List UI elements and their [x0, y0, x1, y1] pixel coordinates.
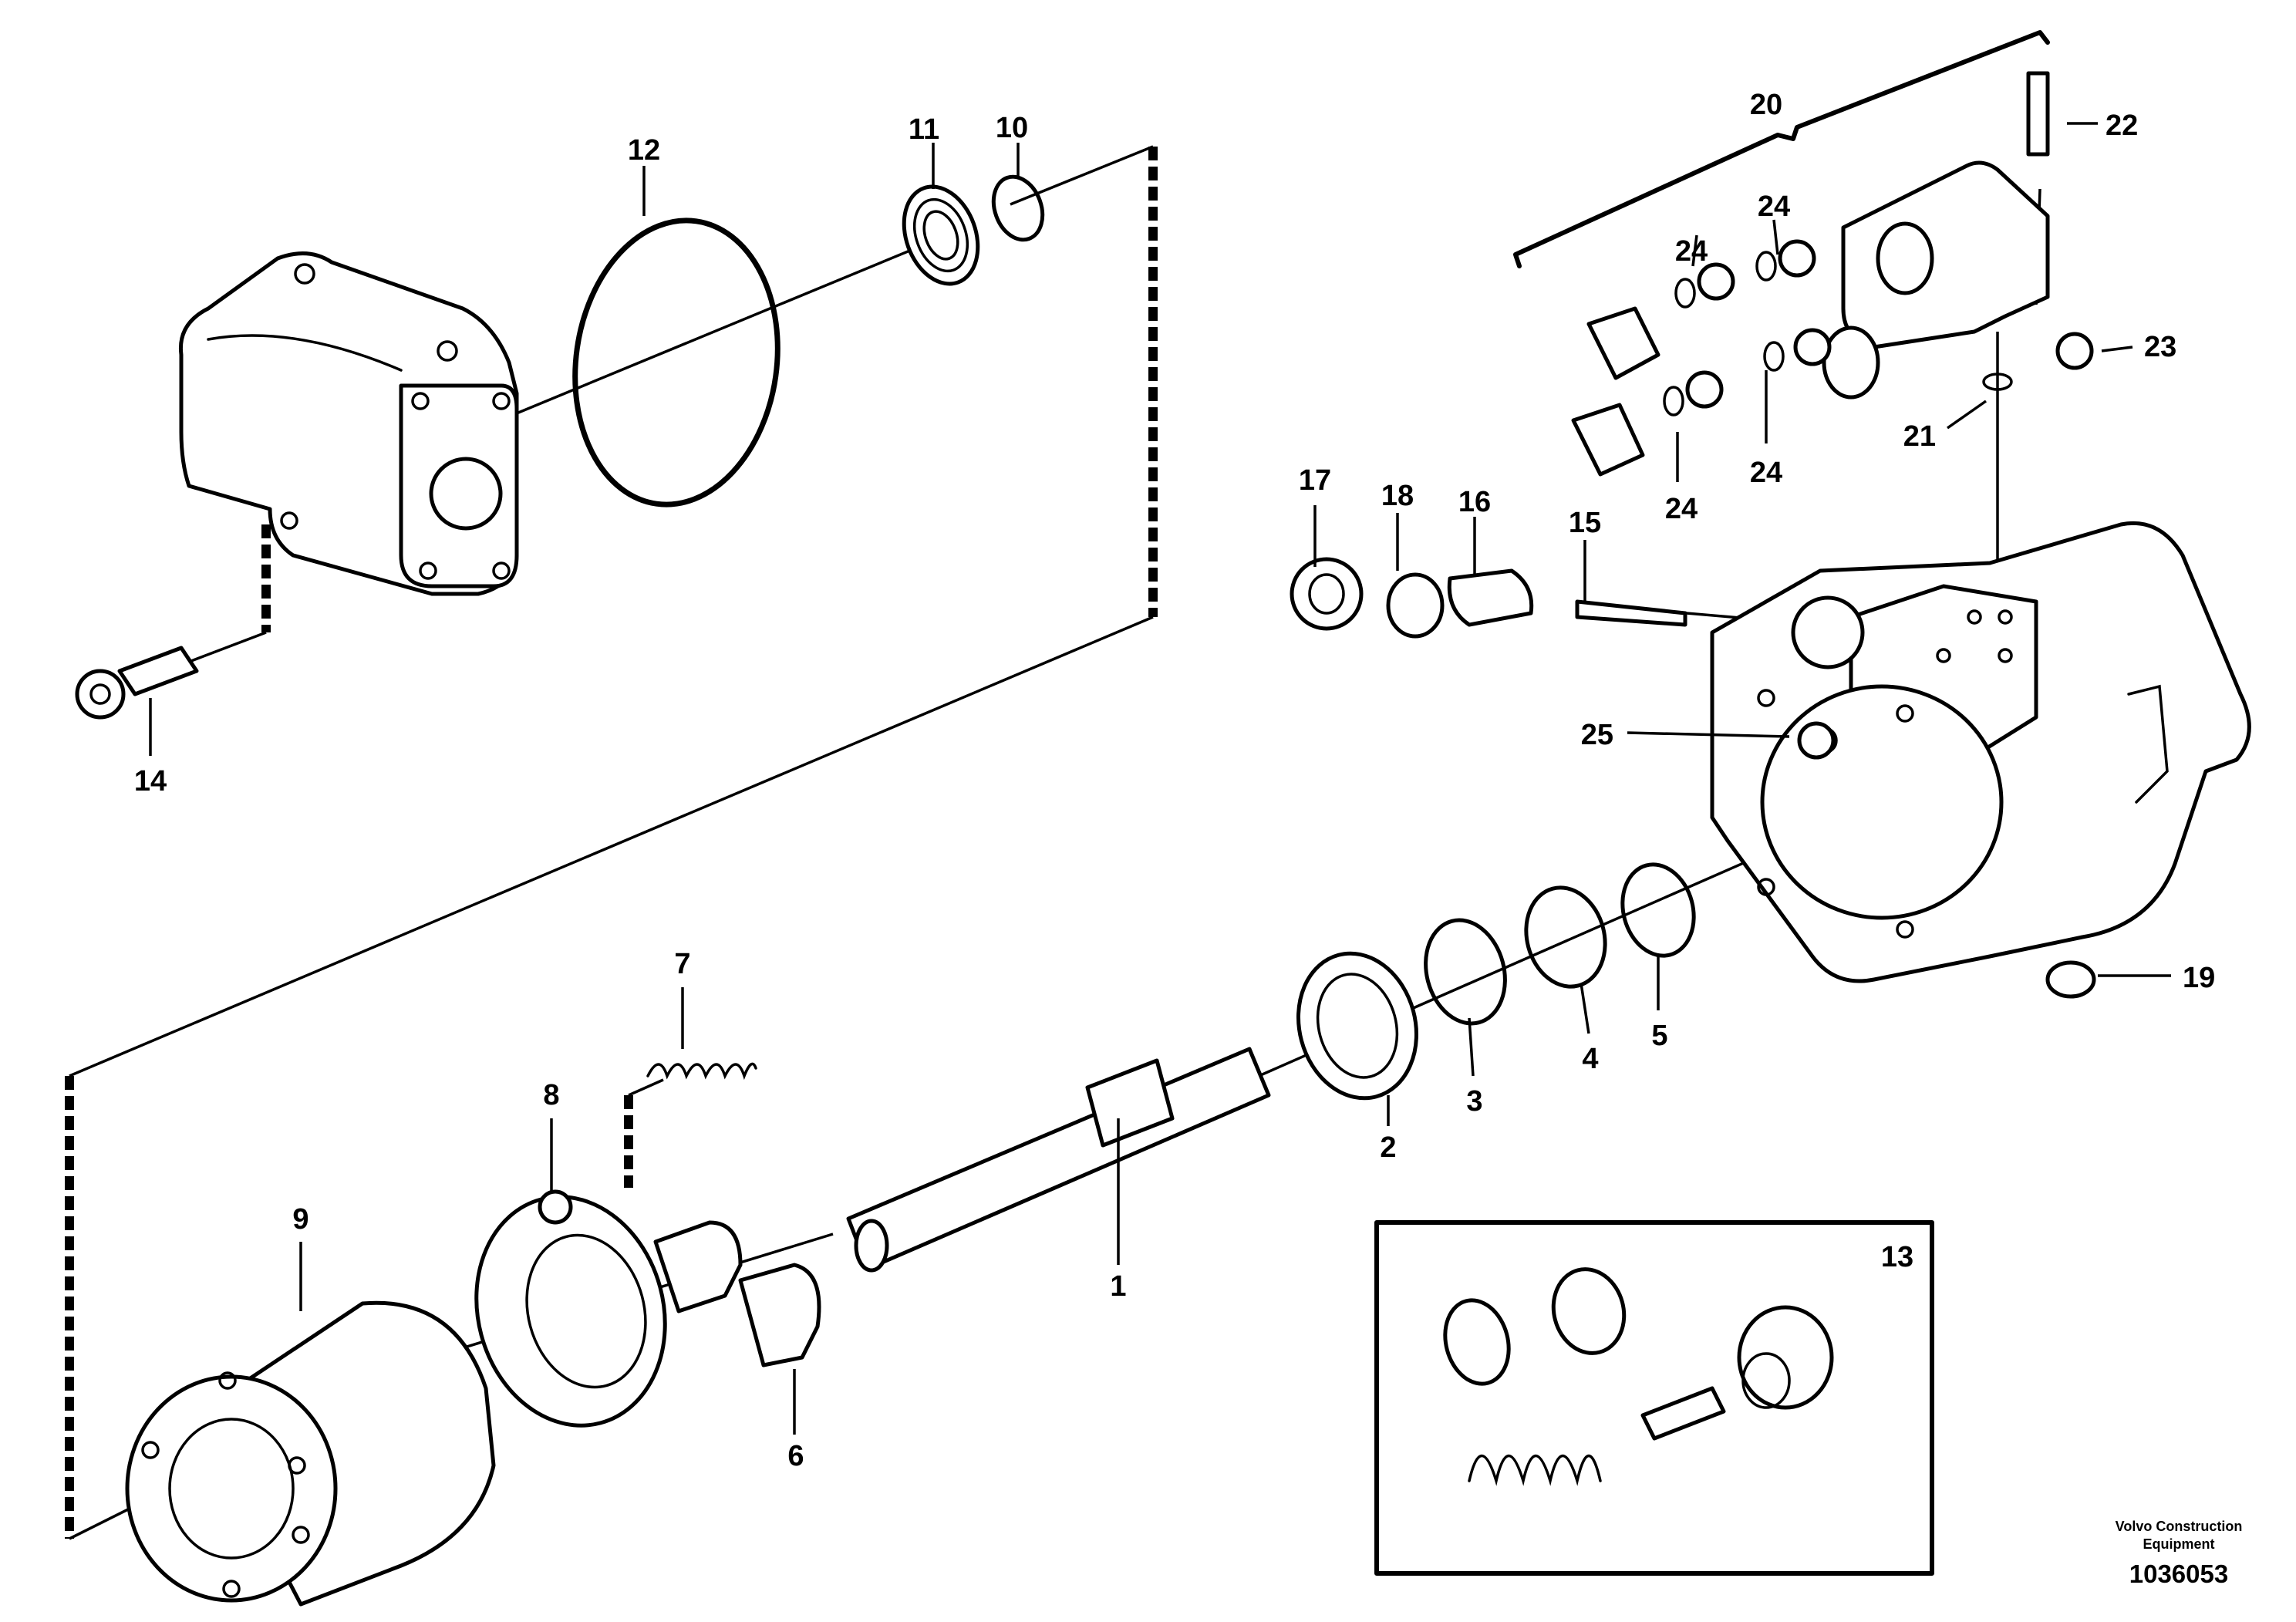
- callout-5: 5: [1651, 1020, 1667, 1052]
- callout-6: 6: [787, 1440, 804, 1472]
- callout-1: 1: [1110, 1270, 1126, 1303]
- callout-16: 16: [1458, 486, 1491, 518]
- document-footer: Volvo Construction Equipment 1036053: [2116, 1519, 2243, 1588]
- control-piston-parts: [1290, 557, 1687, 639]
- credit-line-1: Volvo Construction: [2116, 1519, 2243, 1534]
- credit-line-2: Equipment: [2143, 1536, 2215, 1552]
- leader-lines: [149, 122, 2171, 1435]
- callout-22: 22: [2106, 110, 2138, 142]
- callout-labels: 1 2 3 4 5 6 7 8 9 10 11 12 13 14 15 16 1…: [134, 89, 2215, 1472]
- callout-7: 7: [674, 948, 690, 980]
- spring: [646, 1062, 757, 1081]
- callout-11: 11: [909, 113, 939, 146]
- dashed-assembly-lines: [65, 147, 1158, 1539]
- callout-15: 15: [1569, 507, 1601, 539]
- seal-kit-box: [1374, 1220, 1934, 1576]
- large-o-ring: [572, 218, 781, 508]
- end-bearing: [902, 184, 980, 286]
- callout-23: 23: [2144, 331, 2176, 363]
- document-number: 1036053: [2129, 1560, 2228, 1588]
- callout-13: 13: [1881, 1241, 1913, 1273]
- callout-24: 24: [1665, 493, 1698, 525]
- callout-17: 17: [1299, 464, 1331, 497]
- callout-19: 19: [2183, 962, 2215, 994]
- cylinder-block: [125, 1300, 496, 1607]
- cap-screw: [75, 646, 199, 720]
- callout-3: 3: [1466, 1085, 1482, 1118]
- callout-24: 24: [1750, 457, 1782, 489]
- callout-2: 2: [1380, 1131, 1396, 1164]
- callout-14: 14: [134, 765, 167, 798]
- callout-9: 9: [292, 1203, 308, 1236]
- callout-21: 21: [1903, 420, 1936, 453]
- callout-12: 12: [628, 134, 660, 167]
- callout-24: 24: [1675, 235, 1708, 268]
- callout-4: 4: [1582, 1043, 1598, 1075]
- valve-bolt: [2026, 71, 2050, 157]
- callout-20: 20: [1750, 89, 1782, 121]
- small-ring: [991, 174, 1045, 242]
- valve-block-assembly: [1571, 160, 2094, 477]
- callout-18: 18: [1381, 480, 1414, 512]
- callout-10: 10: [996, 112, 1028, 144]
- callout-8: 8: [543, 1079, 559, 1111]
- drive-shaft-stack: [846, 862, 1696, 1273]
- drain-plug: [2045, 960, 2096, 999]
- main-pump-housing: [1710, 521, 2251, 983]
- callout-20-bracket: [1513, 30, 2050, 268]
- swash-plate: [474, 1189, 821, 1428]
- callout-25: 25: [1581, 719, 1613, 751]
- end-cover-housing: [178, 251, 519, 596]
- callout-24: 24: [1758, 191, 1790, 223]
